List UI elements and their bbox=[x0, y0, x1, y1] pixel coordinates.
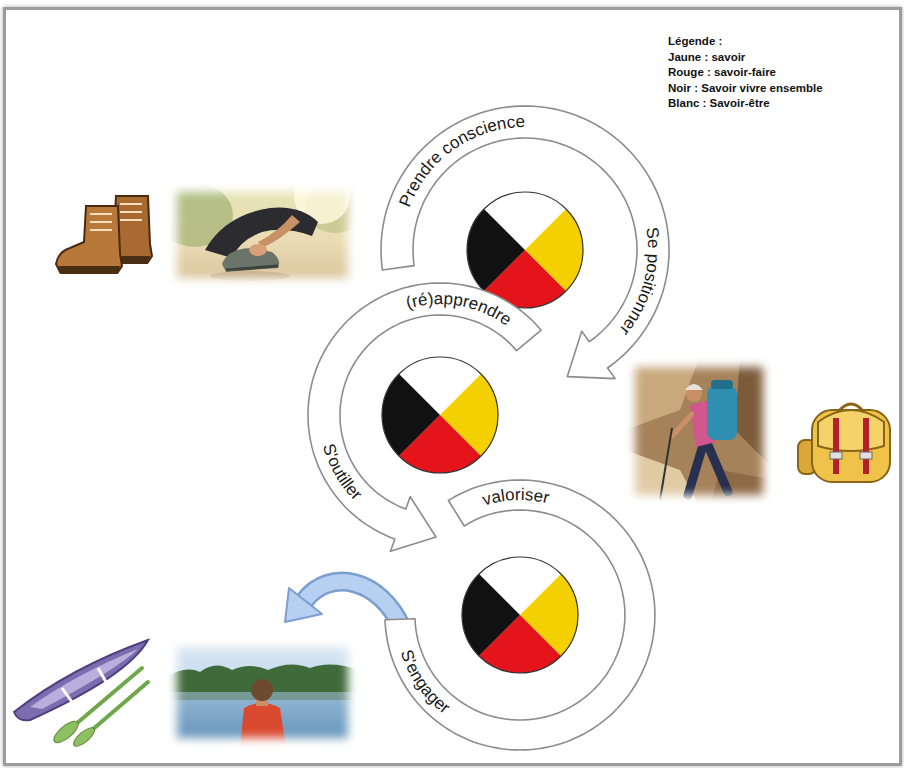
step-label: S'outiller bbox=[319, 441, 366, 504]
step-label: S'engager bbox=[397, 647, 454, 718]
medicine-wheel bbox=[382, 357, 498, 473]
arrow-band-outline: (ré)apprendreS'outiller bbox=[305, 280, 544, 554]
legend-entry: Noir : Savoir vivre ensemble bbox=[668, 81, 823, 97]
arrow-band-outline: valoriserS'engager bbox=[382, 477, 658, 753]
photo-lacing-shoe bbox=[157, 168, 365, 290]
backpack-icon bbox=[798, 404, 890, 482]
step-label: Prendre conscience bbox=[395, 112, 525, 210]
legend: Légende :Jaune : savoirRouge : savoir-fa… bbox=[668, 34, 823, 112]
boots-icon bbox=[56, 196, 152, 274]
photo-canoe bbox=[165, 635, 360, 752]
step-label: Se positionner bbox=[615, 226, 663, 339]
canoe-icon bbox=[14, 640, 148, 749]
legend-entry: Blanc : Savoir-être bbox=[668, 96, 823, 112]
legend-heading: Légende : bbox=[668, 34, 823, 50]
arrow-band: (ré)apprendreS'outiller bbox=[305, 280, 544, 554]
arrow-band-shape bbox=[385, 480, 655, 750]
photo-hiker bbox=[625, 355, 775, 507]
step-label: valoriser bbox=[480, 485, 551, 509]
arrow-band: valoriserS'engager bbox=[382, 477, 658, 753]
medicine-wheel bbox=[462, 557, 578, 673]
legend-entry: Rouge : savoir-faire bbox=[668, 65, 823, 81]
step-label: (ré)apprendre bbox=[404, 289, 515, 329]
legend-entry: Jaune : savoir bbox=[668, 50, 823, 66]
